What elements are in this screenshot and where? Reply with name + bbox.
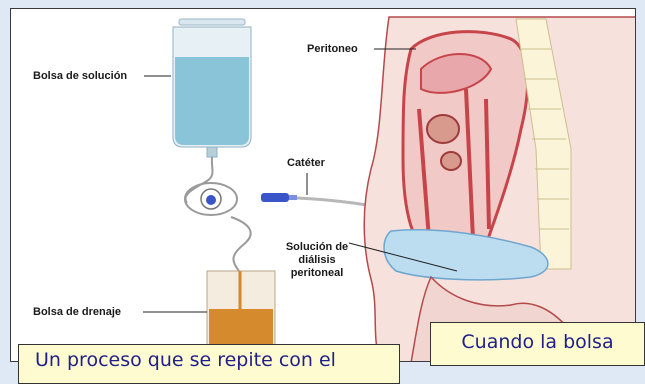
transfer-set-icon [185, 183, 237, 215]
peritoneum-label: Peritoneo [307, 43, 358, 56]
solution-bag-label: Bolsa de solución [33, 70, 127, 83]
caption-right: Cuando la bolsa [430, 322, 645, 366]
dialysis-solution-label: Solución de diálisis peritoneal [277, 241, 357, 280]
dialysis-solution-line2: diálisis [277, 254, 357, 267]
abdomen-cross-section [364, 17, 636, 362]
dialysis-solution-line1: Solución de [277, 241, 357, 254]
diagram-frame: Bolsa de solución Catéter Bolsa de drena… [10, 8, 636, 362]
solution-bag [173, 19, 251, 157]
drain-bag [207, 271, 275, 349]
dialysis-solution-line3: peritoneal [277, 267, 357, 280]
catheter-label: Catéter [287, 157, 325, 170]
drain-bag-label: Bolsa de drenaje [33, 306, 121, 319]
caption-left: Un proceso que se repite con el [18, 344, 400, 384]
